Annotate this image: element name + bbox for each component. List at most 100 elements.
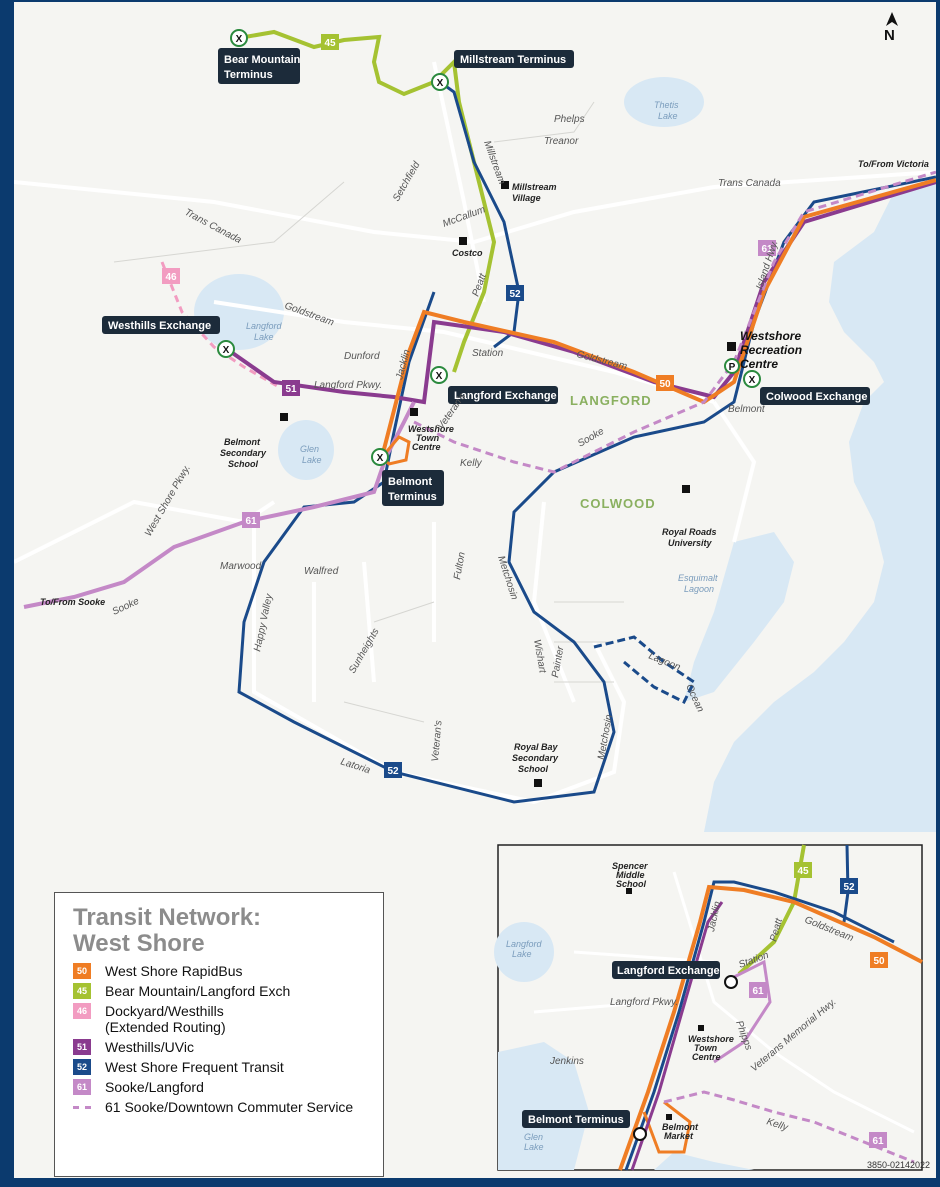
road-network	[14, 61, 936, 805]
langford-exchange-label: Langford Exchange	[448, 386, 558, 404]
inset-spencer-2: Middle	[616, 870, 645, 880]
route-46-path	[160, 261, 280, 389]
landmark-squares	[280, 181, 736, 787]
esquimalt-lagoon	[684, 532, 794, 702]
thetis-lake-label-2: Lake	[658, 111, 678, 121]
millstream-terminus-label: Millstream Terminus	[454, 50, 574, 68]
badge-52-south: 52	[384, 762, 402, 778]
street-station: Station	[472, 348, 504, 359]
legend-label-line: Sooke/Langford	[105, 1079, 204, 1095]
dashed-line-icon	[73, 1099, 91, 1115]
svg-text:61: 61	[761, 244, 773, 255]
svg-text:X: X	[377, 453, 384, 464]
east-water	[704, 182, 936, 832]
inset-wtc-1: Westshore	[688, 1034, 734, 1044]
inset-belmont-terminus-label: Belmont Terminus	[528, 1114, 624, 1126]
street-jacklin: Jacklin	[394, 348, 413, 382]
inset-street-langford-pkwy: Langford Pkwy.	[610, 997, 678, 1008]
glen-lake-label-1: Glen	[300, 444, 319, 454]
route-swatch-50: 50	[73, 963, 91, 979]
belmont-ss-label-2: Secondary	[220, 448, 267, 458]
route-52-lagoon-loop	[593, 635, 696, 705]
inset-badge-61: 61	[752, 986, 764, 997]
legend-item-51: 51 Westhills/UVic	[73, 1039, 365, 1055]
badge-50: 50	[656, 375, 674, 391]
belmont-ss-label-1: Belmont	[224, 437, 261, 447]
legend-item-46: 46 Dockyard/Westhills(Extended Routing)	[73, 1003, 365, 1035]
badge-52-north: 52	[506, 285, 524, 301]
north-label: N	[884, 27, 895, 44]
legend-label-line: West Shore RapidBus	[105, 963, 243, 979]
royal-roads-label-1: Royal Roads	[662, 527, 717, 537]
route-50-path	[380, 178, 936, 458]
glen-lake	[278, 420, 334, 480]
badge-45: 45	[321, 34, 339, 50]
svg-text:46: 46	[165, 272, 177, 283]
colwood-town-label: COLWOOD	[580, 496, 656, 511]
legend-title-2: West Shore	[73, 930, 205, 957]
route-swatch-51: 51	[73, 1039, 91, 1055]
esquimalt-lagoon-label-2: Lagoon	[684, 584, 714, 594]
badge-46: 46	[162, 268, 180, 284]
millstream-village-label-1: Millstream	[512, 182, 557, 192]
street-treanor: Treanor	[544, 136, 579, 147]
svg-text:Terminus: Terminus	[224, 69, 273, 81]
north-arrow-icon	[886, 12, 898, 26]
street-veterans-south: Veteran's	[430, 720, 445, 762]
westshore-rec-label-3: Centre	[740, 357, 778, 371]
esquimalt-lagoon-label-1: Esquimalt	[678, 573, 718, 583]
street-millstream: Millstream	[481, 139, 507, 186]
legend-label-line: Dockyard/Westhills	[105, 1003, 224, 1019]
legend-title-1: Transit Network:	[73, 904, 262, 931]
legend-label-line: West Shore Frequent Transit	[105, 1059, 284, 1075]
costco-label: Costco	[452, 248, 483, 258]
legend-label: Westhills/UVic	[105, 1039, 194, 1055]
legend-item-commuter: 61 Sooke/Downtown Commuter Service	[73, 1099, 365, 1115]
street-wishart: Wishart	[531, 639, 548, 675]
wtc-label-2: Town	[416, 433, 440, 443]
legend-label: West Shore Frequent Transit	[105, 1059, 284, 1075]
inset-map: 45 52 50 61 61 Langford Exchange Belmont…	[494, 844, 923, 1171]
westshore-rec-label-2: Recreation	[740, 343, 802, 357]
street-belmont: Belmont	[728, 404, 766, 415]
glen-lake-label-2: Lake	[302, 455, 322, 465]
westshore-rec-label-1: Westshore	[740, 329, 801, 343]
street-walfred: Walfred	[304, 566, 339, 577]
street-marwood: Marwood	[220, 561, 262, 572]
to-victoria-label: To/From Victoria	[858, 159, 929, 169]
inset-badge-52: 52	[843, 882, 855, 893]
street-kelly: Kelly	[460, 458, 483, 469]
route-swatch-46: 46	[73, 1003, 91, 1019]
langford-town-label: LANGFORD	[570, 393, 652, 408]
thetis-lake	[624, 77, 704, 127]
street-west-shore-pkwy: West Shore Pkwy.	[143, 463, 193, 538]
street-fulton: Fulton	[452, 551, 468, 581]
langford-lake-label-2: Lake	[254, 332, 274, 342]
royal-bay-label-1: Royal Bay	[514, 742, 559, 752]
street-setchfield: Setchfield	[391, 160, 423, 204]
thetis-lake-label-1: Thetis	[654, 100, 679, 110]
inset-belmont-market-1: Belmont	[662, 1122, 699, 1132]
legend-label: Bear Mountain/Langford Exch	[105, 983, 290, 999]
street-sooke-east: Sooke	[576, 426, 606, 450]
legend-label-line: Bear Mountain/Langford Exch	[105, 983, 291, 999]
inset-langford-lake-1: Langford	[506, 939, 543, 949]
exchange-markers	[217, 29, 761, 466]
street-lagoon: Lagoon	[647, 651, 682, 674]
inset-badge-61-south: 61	[872, 1136, 884, 1147]
inset-langford-lake-2: Lake	[512, 949, 532, 959]
route-swatch-45: 45	[73, 983, 91, 999]
street-sunheights: Sunheights	[347, 627, 382, 676]
legend-label: West Shore RapidBus	[105, 963, 242, 979]
street-langford-pkwy: Langford Pkwy.	[314, 380, 382, 391]
legend-label: Dockyard/Westhills(Extended Routing)	[105, 1003, 226, 1035]
svg-text:Belmont: Belmont	[388, 476, 432, 488]
route-61-path	[23, 401, 416, 609]
colwood-exchange-label: Colwood Exchange	[760, 387, 870, 405]
svg-text:51: 51	[285, 384, 297, 395]
street-phelps: Phelps	[554, 114, 585, 125]
